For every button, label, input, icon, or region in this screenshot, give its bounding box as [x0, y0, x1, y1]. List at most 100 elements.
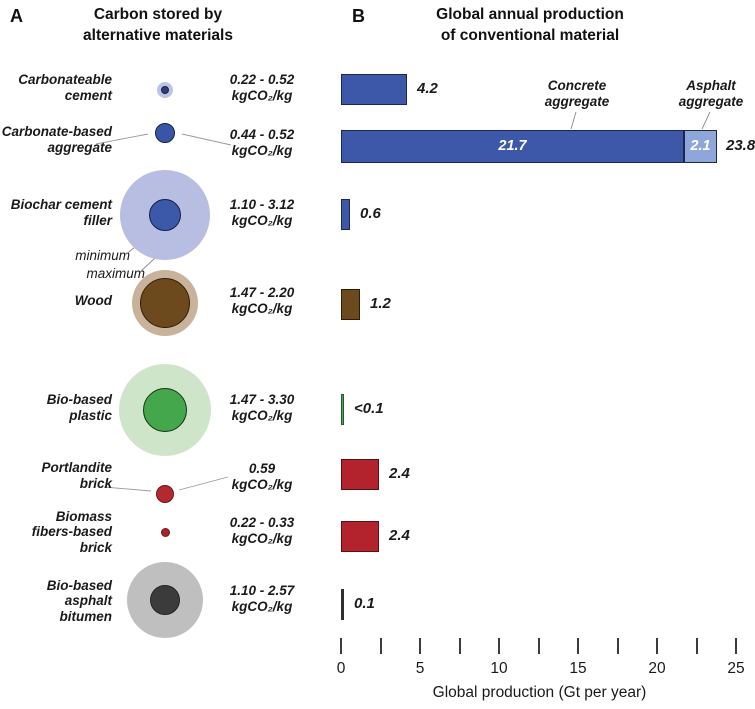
axis-tick-label: 20: [648, 660, 666, 677]
panel-b-title-line1: Global annual production: [436, 6, 624, 23]
bar: [341, 393, 344, 425]
axis-tick: [695, 638, 698, 654]
panel-a-title-line2: alternative materials: [83, 27, 233, 44]
axis-tick: [419, 638, 421, 654]
material-label-line: Wood: [74, 293, 112, 309]
bar-value-label: 0.6: [360, 205, 381, 222]
material-value-line: kgCO₂/kg: [231, 476, 293, 492]
axis-tick: [577, 638, 579, 654]
panel-b-title-line2: of conventional material: [440, 27, 620, 44]
bar-segment: [684, 129, 717, 163]
material-value-line: 0.22 - 0.52: [229, 72, 295, 88]
axis-tick: [379, 638, 382, 654]
bar-value-label: 1.2: [370, 295, 391, 312]
bubble-inner: [156, 485, 174, 503]
material-label-line: Biochar cement: [10, 197, 112, 213]
material-label-line: Bio-based: [46, 392, 112, 408]
material-label-line: bitumen: [59, 608, 113, 624]
material-label-line: Biomass: [55, 508, 112, 524]
bar: [341, 73, 407, 105]
material-value-line: kgCO₂/kg: [231, 87, 293, 103]
concrete-aggregate-label-line2: aggregate: [544, 94, 610, 109]
bubble-inner: [143, 388, 187, 432]
bar: [341, 288, 360, 320]
bar-value-label: 0.1: [354, 595, 375, 612]
bar: [341, 458, 379, 490]
asphalt-aggregate-label: Asphalt aggregate: [651, 78, 755, 110]
concrete-aggregate-label-line1: Concrete: [547, 78, 607, 93]
panel-a-title-line1: Carbon stored by: [93, 6, 223, 23]
panel-b-letter: B: [352, 6, 365, 26]
material-label-line: Carbonate-based: [1, 124, 112, 140]
bar: [341, 198, 350, 230]
material-value-line: 1.10 - 3.12: [229, 197, 295, 213]
bubble-inner: [150, 585, 180, 615]
material-value-line: kgCO₂/kg: [231, 212, 293, 228]
axis-tick: [537, 638, 540, 654]
minimum-annotation: minimum: [75, 248, 130, 263]
bar-total-label: 23.8: [726, 137, 755, 154]
material-label-line: fibers-based: [31, 524, 112, 540]
asphalt-aggregate-label-line2: aggregate: [678, 94, 744, 109]
concrete-aggregate-label: Concrete aggregate: [517, 78, 637, 110]
axis-tick-label: 10: [490, 660, 508, 677]
material-value-line: 1.47 - 2.20: [229, 285, 295, 301]
axis-tick-label: 25: [727, 660, 745, 677]
material-label-line: Carbonateable: [18, 72, 112, 88]
material-label-line: asphalt: [64, 593, 112, 609]
bar: [341, 588, 344, 620]
segment-value-label: 2.1: [690, 137, 711, 154]
material-label-line: brick: [79, 539, 112, 555]
material-label-line: plastic: [69, 407, 112, 423]
asphalt-aggregate-label-line1: Asphalt: [686, 78, 736, 93]
material-label-line: Bio-based: [46, 577, 112, 593]
bar-value-label: 2.4: [389, 527, 410, 544]
material-label-line: brick: [79, 475, 112, 491]
axis-x-title: Global production (Gt per year): [432, 684, 647, 701]
material-value-line: kgCO₂/kg: [231, 598, 293, 614]
axis-tick: [735, 638, 737, 654]
leader-line-asphalt: [701, 111, 711, 130]
axis-tick-label: 5: [415, 660, 425, 677]
material-value-line: 1.47 - 3.30: [229, 392, 295, 408]
panel-a-title: Carbon stored by alternative materials: [58, 4, 258, 46]
material-value-line: 0.59: [248, 461, 276, 477]
material-value-line: kgCO₂/kg: [231, 142, 293, 158]
bubble-inner: [140, 278, 190, 328]
bubble-inner: [160, 527, 170, 537]
material-value-line: kgCO₂/kg: [231, 300, 293, 316]
axis-tick-label: 15: [569, 660, 587, 677]
panel-a-letter: A: [10, 6, 23, 26]
material-label: Wood: [0, 293, 112, 309]
material-label-line: cement: [64, 87, 112, 103]
material-value-line: 1.10 - 2.57: [229, 583, 295, 599]
axis-tick-label: 0: [336, 660, 346, 677]
leader-line-concrete: [570, 111, 577, 130]
bar: [341, 520, 379, 552]
segment-value-label: 21.7: [498, 137, 527, 154]
material-label-line: Portlandite: [41, 460, 112, 476]
material-value-line: 0.44 - 0.52: [229, 127, 295, 143]
maximum-annotation: maximum: [86, 266, 145, 281]
material-label-line: aggregate: [47, 139, 112, 155]
panel-b-title: Global annual production of conventional…: [405, 4, 655, 46]
material-value-line: kgCO₂/kg: [231, 530, 293, 546]
axis-tick: [616, 638, 619, 654]
bubble-inner: [155, 123, 175, 143]
axis-tick: [656, 638, 658, 654]
bar-value-label: <0.1: [354, 400, 384, 417]
